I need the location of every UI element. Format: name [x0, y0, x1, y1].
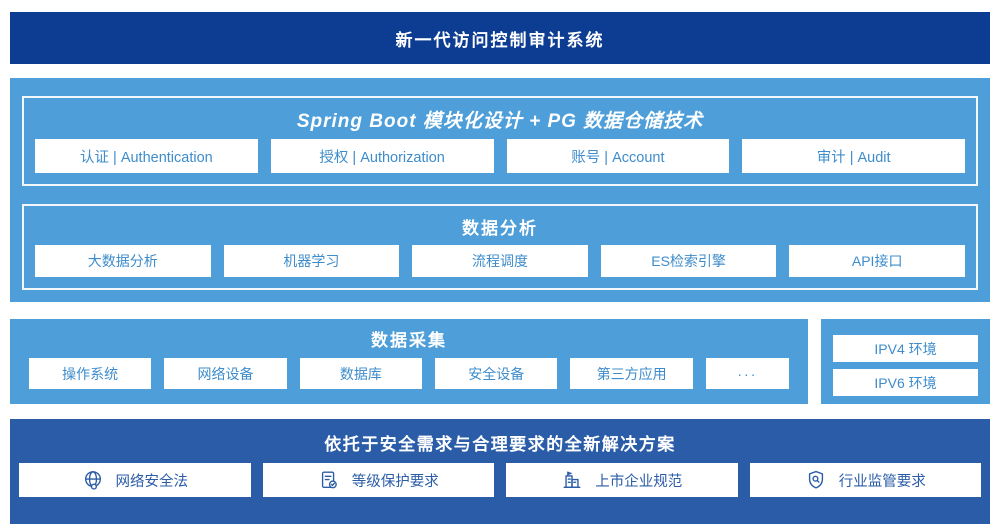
shield-search-icon [805, 469, 827, 491]
solution-section: 依托于安全需求与合理要求的全新解决方案 网络安全法 [10, 419, 990, 524]
analysis-box-es-search: ES检索引擎 [600, 245, 777, 277]
page-title-banner: 新一代访问控制审计系统 [10, 12, 990, 64]
module-box-authentication: 认证 | Authentication [35, 139, 258, 173]
solution-title: 依托于安全需求与合理要求的全新解决方案 [324, 435, 676, 454]
module-box-account: 账号 | Account [506, 139, 730, 173]
globe-icon [82, 469, 104, 491]
data-collection-title: 数据采集 [371, 331, 447, 350]
data-analysis-title: 数据分析 [462, 219, 538, 238]
platform-section: Spring Boot 模块化设计 + PG 数据仓储技术 认证 | Authe… [10, 78, 990, 302]
solution-row: 网络安全法 等级保护要求 [18, 463, 982, 497]
building-icon [561, 469, 583, 491]
collect-box-third-party: 第三方应用 [570, 358, 693, 389]
collect-box-more: ··· [705, 358, 789, 389]
data-collection-row: 操作系统 网络设备 数据库 安全设备 第三方应用 ··· [29, 358, 789, 389]
analysis-box-machine-learning: 机器学习 [223, 245, 400, 277]
env-box-ipv6: IPV6 环境 [833, 369, 978, 396]
solution-box-network-law: 网络安全法 [19, 463, 251, 497]
analysis-box-workflow: 流程调度 [412, 245, 588, 277]
collect-box-database: 数据库 [299, 358, 423, 389]
analysis-box-api: API接口 [789, 245, 965, 277]
middle-row: 数据采集 操作系统 网络设备 数据库 安全设备 第三方应用 ··· IPV4 环… [10, 319, 990, 404]
environment-section: IPV4 环境 IPV6 环境 [821, 319, 990, 404]
springboot-title: Spring Boot 模块化设计 + PG 数据仓储技术 [296, 111, 704, 132]
solution-label: 上市企业规范 [595, 473, 683, 490]
env-box-ipv4: IPV4 环境 [833, 335, 978, 362]
data-analysis-group: 数据分析 大数据分析 机器学习 流程调度 ES检索引擎 API接口 [22, 204, 978, 290]
solution-label: 网络安全法 [115, 473, 189, 490]
solution-label: 等级保护要求 [351, 473, 439, 490]
data-analysis-row: 大数据分析 机器学习 流程调度 ES检索引擎 API接口 [35, 245, 965, 277]
springboot-module-row: 认证 | Authentication 授权 | Authorization 账… [35, 139, 965, 173]
solution-label: 行业监管要求 [838, 473, 926, 490]
document-check-icon [318, 469, 340, 491]
module-box-authorization: 授权 | Authorization [270, 139, 494, 173]
analysis-box-bigdata: 大数据分析 [35, 245, 211, 277]
springboot-module-group: Spring Boot 模块化设计 + PG 数据仓储技术 认证 | Authe… [22, 96, 978, 186]
page-title: 新一代访问控制审计系统 [395, 30, 605, 50]
module-box-audit: 审计 | Audit [742, 139, 965, 173]
collect-box-security-device: 安全设备 [435, 358, 558, 389]
solution-box-listed-company: 上市企业规范 [506, 463, 738, 497]
data-collection-section: 数据采集 操作系统 网络设备 数据库 安全设备 第三方应用 ··· [10, 319, 808, 404]
collect-box-os: 操作系统 [29, 358, 152, 389]
solution-box-level-protection: 等级保护要求 [262, 463, 494, 497]
collect-box-network-device: 网络设备 [164, 358, 287, 389]
solution-box-industry-regulation: 行业监管要求 [749, 463, 981, 497]
